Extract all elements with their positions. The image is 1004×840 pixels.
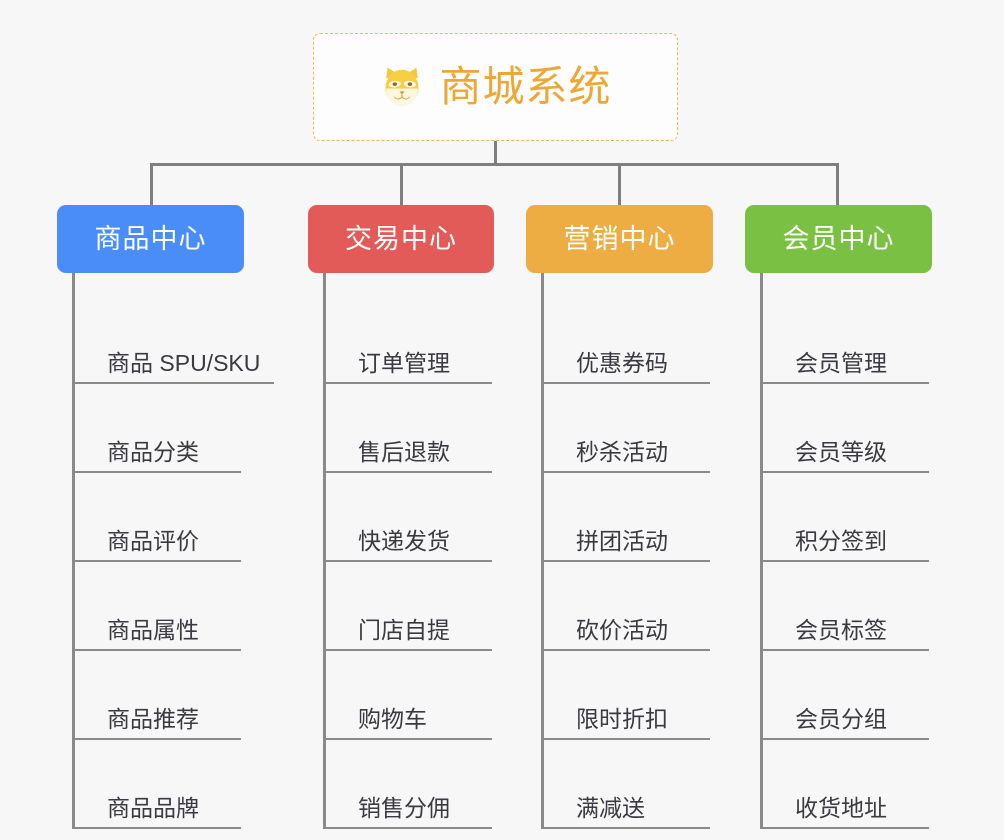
branch-column-4: 会员中心 会员管理 会员等级 积分签到 会员标签 会员分组 收货地址: [745, 205, 932, 829]
leaf-item[interactable]: 快递发货: [326, 473, 494, 562]
connector-drop-4: [836, 163, 839, 205]
category-box-1[interactable]: 商品中心: [57, 205, 244, 273]
branch-column-2: 交易中心 订单管理 售后退款 快递发货 门店自提 购物车 销售分佣: [308, 205, 494, 829]
leaf-item[interactable]: 限时折扣: [544, 651, 713, 740]
leaf-label: 商品属性: [107, 616, 199, 643]
leaf-label: 满减送: [576, 794, 645, 821]
leaf-label: 秒杀活动: [576, 438, 668, 465]
leaf-item[interactable]: 订单管理: [326, 295, 494, 384]
leaf-label: 优惠券码: [576, 349, 668, 376]
leaf-label: 订单管理: [358, 349, 450, 376]
leaf-label: 会员等级: [795, 438, 887, 465]
leaf-item[interactable]: 会员标签: [763, 562, 932, 651]
leaf-item[interactable]: 拼团活动: [544, 473, 713, 562]
leaf-item[interactable]: 商品 SPU/SKU: [75, 295, 275, 384]
category-label-1: 商品中心: [94, 223, 207, 254]
leaf-label: 积分签到: [795, 527, 887, 554]
connector-drop-1: [150, 163, 153, 205]
leaf-label: 商品推荐: [107, 705, 199, 732]
leaf-item[interactable]: 商品分类: [75, 384, 274, 473]
root-title: 商城系统: [439, 63, 612, 110]
category-label-3: 营销中心: [563, 223, 676, 254]
leaf-item[interactable]: 优惠券码: [544, 295, 713, 384]
leaf-label: 门店自提: [358, 616, 450, 643]
branch-column-1: 商品中心 商品 SPU/SKU 商品分类 商品评价 商品属性 商品推荐 商品品牌: [57, 205, 275, 829]
leaf-label: 商品 SPU/SKU: [107, 349, 261, 376]
shiba-dog-icon: [385, 67, 420, 106]
leaf-item[interactable]: 会员管理: [763, 295, 932, 384]
leaf-list-1: 商品 SPU/SKU 商品分类 商品评价 商品属性 商品推荐 商品品牌: [72, 273, 275, 829]
leaf-item[interactable]: 商品评价: [75, 473, 274, 562]
root-node[interactable]: 商城系统: [313, 33, 678, 141]
leaf-list-4: 会员管理 会员等级 积分签到 会员标签 会员分组 收货地址: [760, 273, 932, 829]
leaf-label: 砍价活动: [576, 616, 668, 643]
leaf-item[interactable]: 门店自提: [326, 562, 494, 651]
connector-root-stem: [494, 141, 497, 165]
category-box-4[interactable]: 会员中心: [745, 205, 932, 273]
leaf-item[interactable]: 满减送: [544, 740, 713, 829]
leaf-item[interactable]: 会员等级: [763, 384, 932, 473]
leaf-item[interactable]: 售后退款: [326, 384, 494, 473]
leaf-item[interactable]: 购物车: [326, 651, 494, 740]
leaf-item[interactable]: 收货地址: [763, 740, 932, 829]
leaf-item[interactable]: 商品品牌: [75, 740, 274, 829]
leaf-label: 商品品牌: [107, 794, 199, 821]
leaf-list-3: 优惠券码 秒杀活动 拼团活动 砍价活动 限时折扣 满减送: [541, 273, 713, 829]
category-label-2: 交易中心: [345, 223, 457, 254]
branch-column-3: 营销中心 优惠券码 秒杀活动 拼团活动 砍价活动 限时折扣 满减送: [526, 205, 713, 829]
leaf-item[interactable]: 积分签到: [763, 473, 932, 562]
leaf-item[interactable]: 商品推荐: [75, 651, 274, 740]
leaf-label: 商品评价: [107, 527, 199, 554]
leaf-label: 商品分类: [107, 438, 199, 465]
leaf-item[interactable]: 秒杀活动: [544, 384, 713, 473]
leaf-label: 拼团活动: [576, 527, 668, 554]
leaf-item[interactable]: 商品属性: [75, 562, 274, 651]
category-box-2[interactable]: 交易中心: [308, 205, 494, 273]
leaf-label: 售后退款: [358, 438, 450, 465]
leaf-label: 会员标签: [795, 616, 887, 643]
leaf-label: 限时折扣: [576, 705, 668, 732]
leaf-label: 会员管理: [795, 349, 887, 376]
leaf-item[interactable]: 销售分佣: [326, 740, 494, 829]
leaf-label: 购物车: [358, 705, 427, 732]
leaf-label: 快递发货: [358, 527, 450, 554]
connector-drop-2: [400, 163, 403, 205]
leaf-item[interactable]: 砍价活动: [544, 562, 713, 651]
category-label-4: 会员中心: [782, 223, 895, 254]
connector-drop-3: [618, 163, 621, 205]
leaf-label: 销售分佣: [358, 794, 450, 821]
leaf-label: 会员分组: [795, 705, 887, 732]
leaf-label: 收货地址: [795, 794, 887, 821]
leaf-item[interactable]: 会员分组: [763, 651, 932, 740]
leaf-list-2: 订单管理 售后退款 快递发货 门店自提 购物车 销售分佣: [323, 273, 494, 829]
category-box-3[interactable]: 营销中心: [526, 205, 713, 273]
connector-horizontal-bus: [150, 163, 839, 166]
